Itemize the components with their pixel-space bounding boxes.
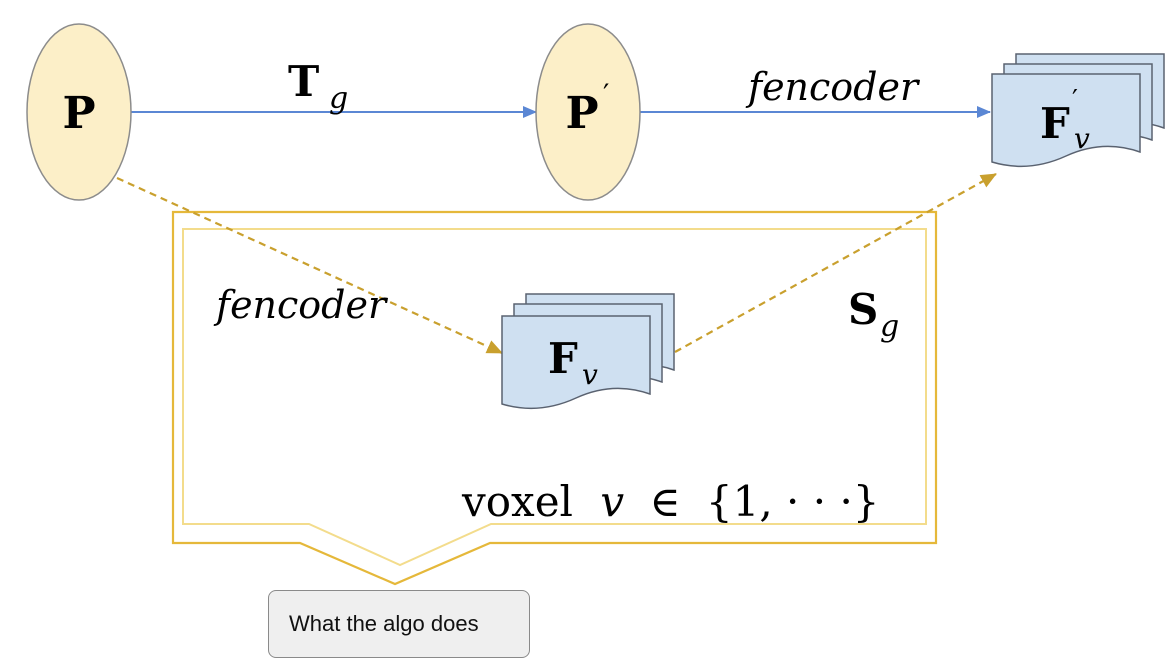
node-p-prime-mark: ′ [603, 78, 609, 111]
edge-label-encoder-top: fencoder [745, 65, 921, 109]
callout-frame-inner [182, 228, 927, 567]
callout-frame-outer [171, 210, 938, 586]
node-f-v-subscript: v [582, 358, 598, 391]
node-p-prime-symbol: P [565, 88, 598, 139]
voxel-label-var: v [600, 477, 624, 526]
node-f-v-prime: F ′ v [991, 53, 1165, 167]
voxel-label-element-of: ∈ [649, 477, 680, 526]
voxel-label-word: voxel [461, 477, 573, 526]
node-p-prime: P ′ [535, 23, 641, 201]
dashed-arrow-p-to-f-v [116, 176, 503, 355]
edge-label-encoder-dashed: fencoder [213, 283, 389, 327]
edge-label-t-g-symbol: T [288, 57, 319, 106]
edge-label-t-g-subscript: g [329, 81, 348, 116]
node-f-v-prime-subscript: v [1074, 122, 1090, 155]
node-p: P [26, 23, 132, 201]
node-f-v-symbol: F [548, 334, 578, 383]
edge-label-s-g-subscript: g [880, 309, 899, 344]
edge-label-s-g-symbol: S [848, 285, 878, 334]
node-f-v-prime-mark: ′ [1072, 85, 1078, 115]
voxel-label: voxel v ∈ {1, · · ·} [461, 477, 880, 526]
node-f-v-prime-symbol: F [1040, 99, 1070, 148]
voxel-label-set: {1, · · ·} [706, 477, 880, 526]
node-p-symbol: P [62, 88, 95, 139]
caption-box: What the algo does [268, 590, 530, 658]
dashed-arrow-f-v-to-f-v-prime [674, 173, 997, 353]
node-f-v: F v [501, 293, 675, 409]
caption-text: What the algo does [289, 611, 479, 636]
